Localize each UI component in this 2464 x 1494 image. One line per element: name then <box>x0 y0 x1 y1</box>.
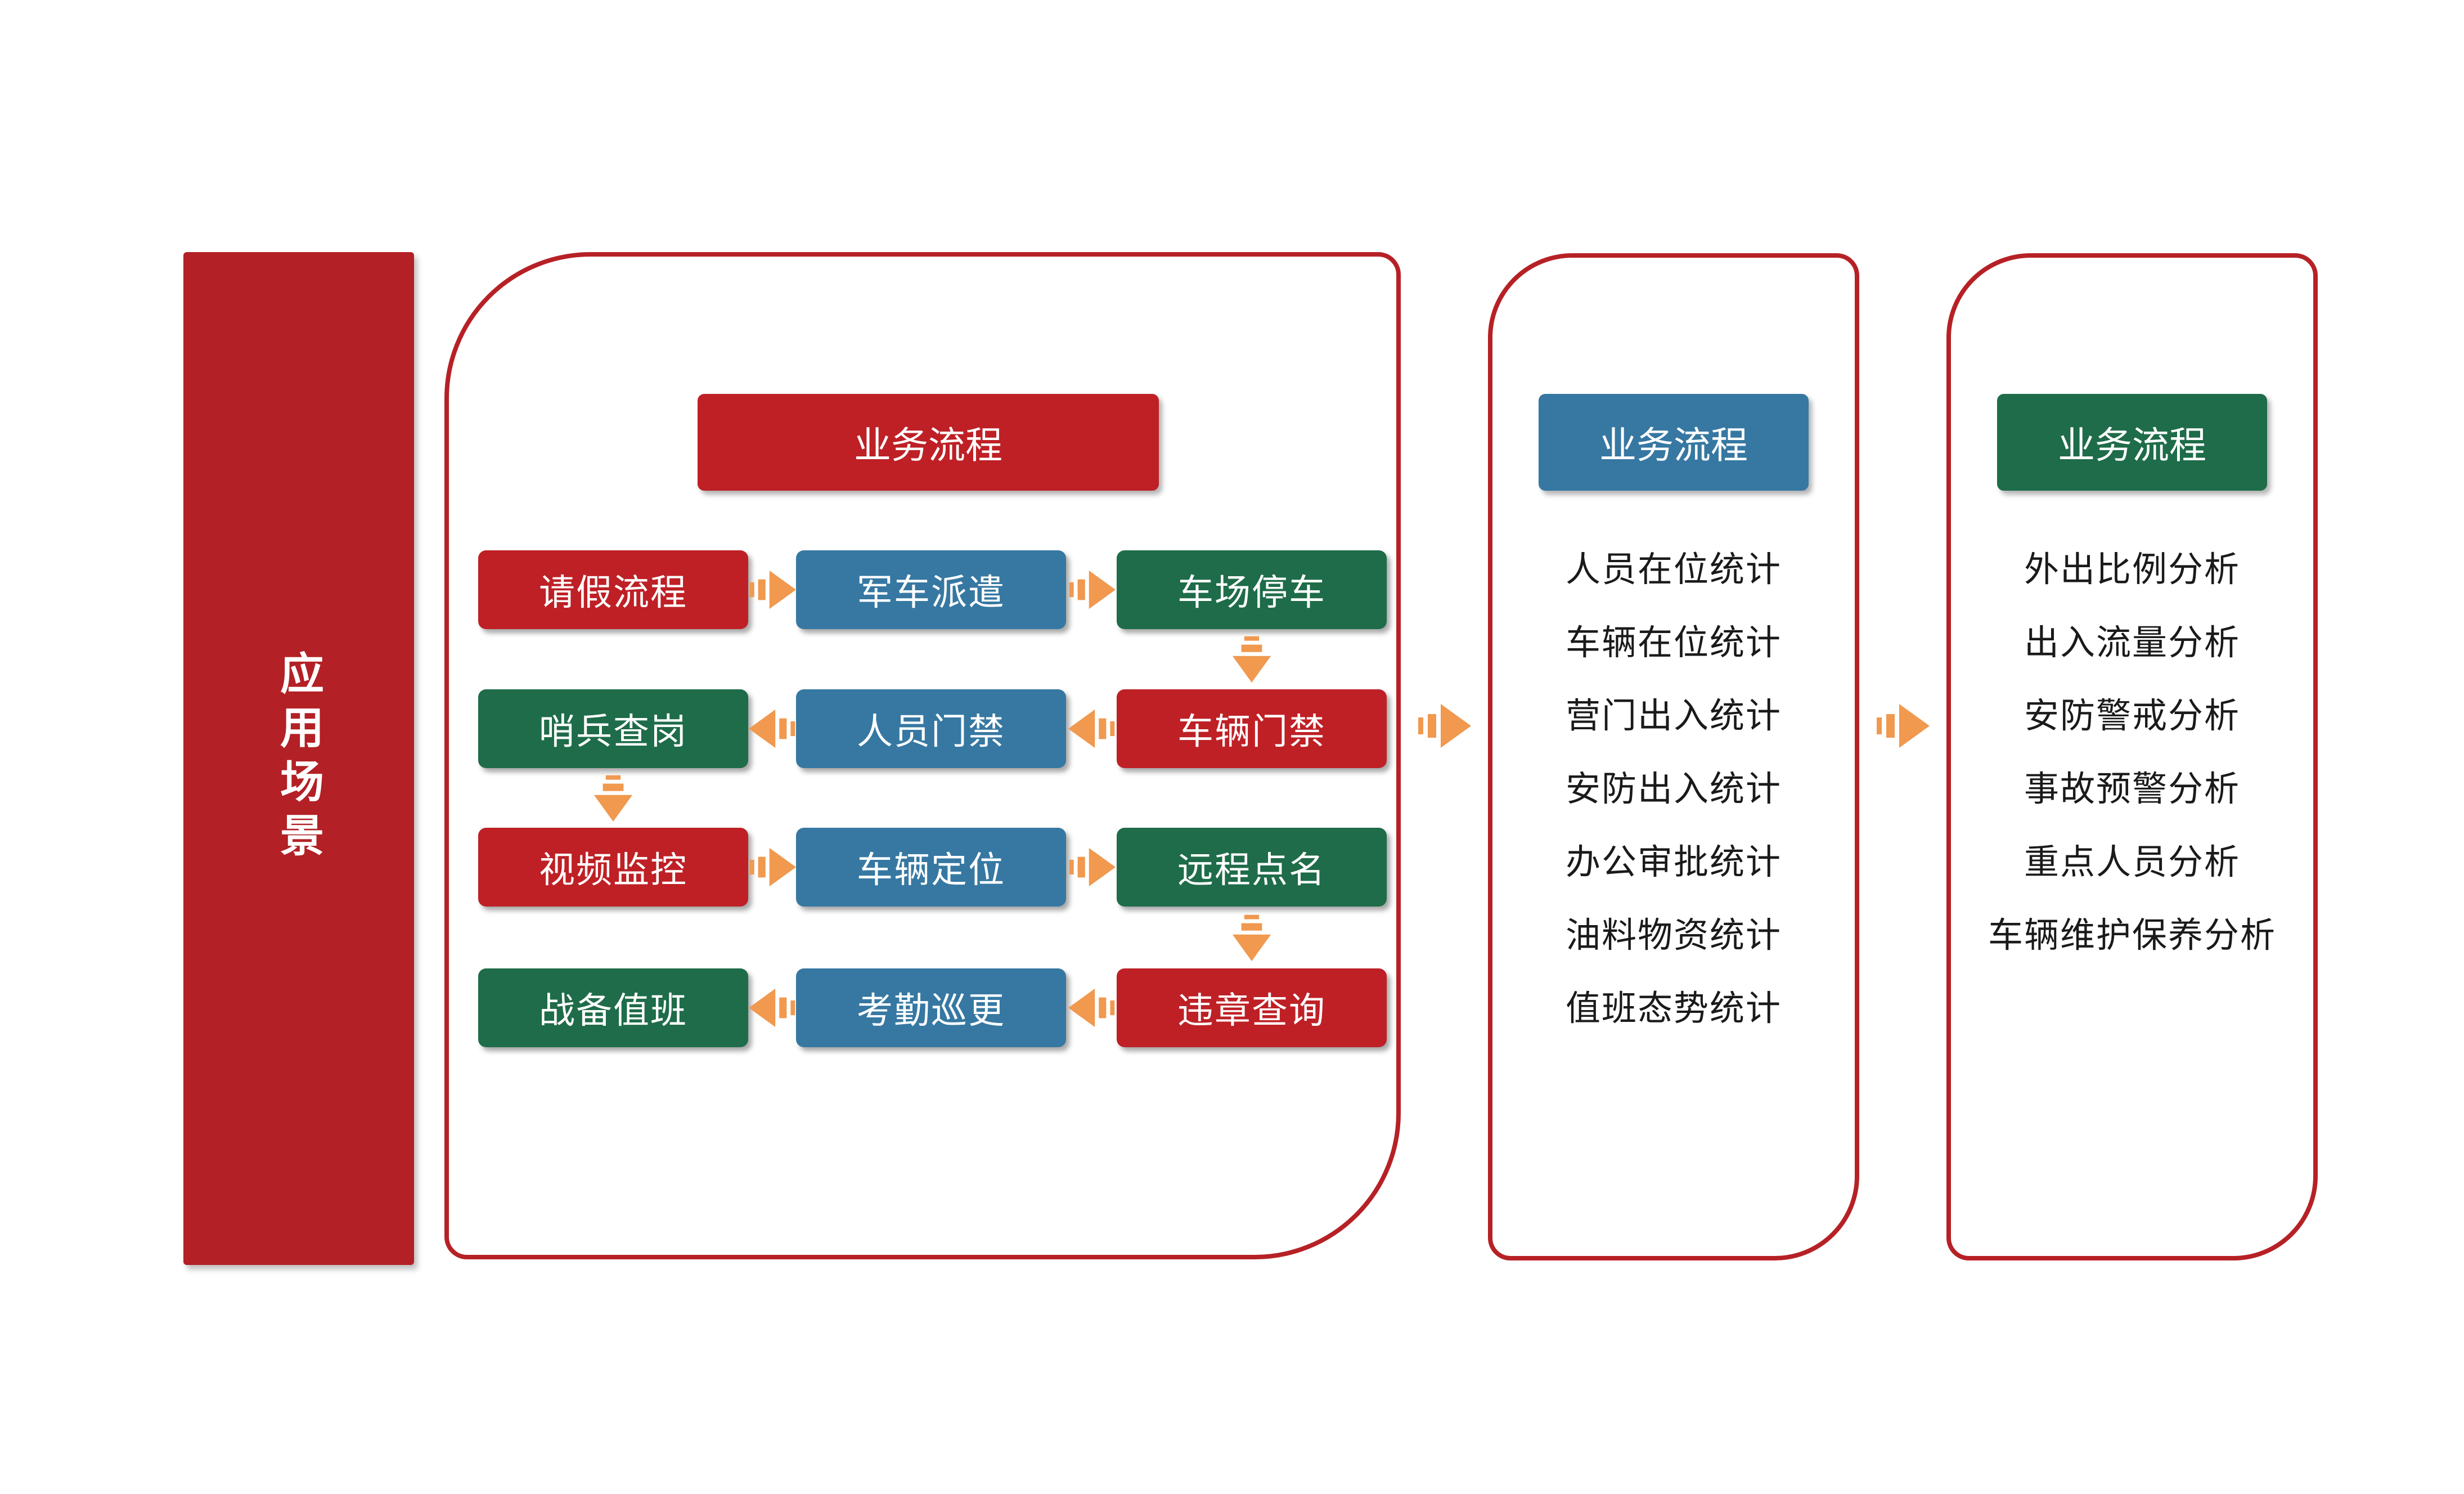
striped-arrow-right-icon <box>749 566 796 613</box>
flow-box-r3c2: 车辆定位 <box>796 828 1066 907</box>
striped-arrow-left-icon <box>1068 984 1116 1031</box>
application-scenarios-banner: 应用场景 <box>183 252 414 1265</box>
list-item: 油料物资统计 <box>1565 916 1782 955</box>
striped-arrow-left-icon <box>749 984 796 1031</box>
list-item: 车辆在位统计 <box>1565 623 1782 662</box>
flow-box-r1c2: 军车派遣 <box>796 550 1066 629</box>
striped-arrow-right-icon <box>1068 566 1116 613</box>
stats-panel-header: 业务流程 <box>1539 394 1809 491</box>
flow-box-r3c1: 视频监控 <box>478 828 748 907</box>
flow-box-r1c1: 请假流程 <box>478 550 748 629</box>
striped-arrow-down-icon <box>590 774 637 822</box>
striped-arrow-down-icon <box>1228 635 1275 683</box>
list-item: 重点人员分析 <box>2024 843 2240 882</box>
list-item: 出入流量分析 <box>2024 623 2240 662</box>
analysis-panel: 业务流程 外出比例分析 出入流量分析 安防警戒分析 事故预警分析 重点人员分析 … <box>1946 253 2318 1260</box>
list-item: 事故预警分析 <box>2024 770 2240 809</box>
flow-box-r3c3: 远程点名 <box>1117 828 1387 907</box>
business-flow-panel: 业务流程 请假流程 军车派遣 车场停车 哨兵查岗 人员门禁 车辆门禁 视频监控 … <box>444 252 1401 1259</box>
list-item: 值班态势统计 <box>1565 989 1782 1028</box>
striped-arrow-right-icon <box>1876 699 1930 753</box>
stats-list: 人员在位统计 车辆在位统计 营门出入统计 安防出入统计 办公审批统计 油料物资统… <box>1492 533 1855 1046</box>
flow-box-r2c2: 人员门禁 <box>796 689 1066 768</box>
flow-box-r2c3: 车辆门禁 <box>1117 689 1387 768</box>
striped-arrow-right-icon <box>1417 699 1471 753</box>
flow-box-r2c1: 哨兵查岗 <box>478 689 748 768</box>
list-item: 人员在位统计 <box>1565 550 1782 589</box>
statistics-panel: 业务流程 人员在位统计 车辆在位统计 营门出入统计 安防出入统计 办公审批统计 … <box>1488 253 1859 1260</box>
flow-box-r1c3: 车场停车 <box>1117 550 1387 629</box>
list-item: 办公审批统计 <box>1565 843 1782 882</box>
analysis-panel-header: 业务流程 <box>1997 394 2267 491</box>
list-item: 车辆维护保养分析 <box>1988 916 2276 955</box>
list-item: 安防警戒分析 <box>2024 697 2240 735</box>
striped-arrow-down-icon <box>1228 914 1275 961</box>
list-item: 安防出入统计 <box>1565 770 1782 809</box>
striped-arrow-right-icon <box>1068 844 1116 891</box>
flow-box-r4c2: 考勤巡更 <box>796 968 1066 1047</box>
list-item: 营门出入统计 <box>1565 697 1782 735</box>
analysis-list: 外出比例分析 出入流量分析 安防警戒分析 事故预警分析 重点人员分析 车辆维护保… <box>1951 533 2313 972</box>
application-scenarios-label: 应用场景 <box>274 650 323 867</box>
list-item: 外出比例分析 <box>2024 550 2240 589</box>
striped-arrow-left-icon <box>749 705 796 752</box>
striped-arrow-left-icon <box>1068 705 1116 752</box>
flow-box-r4c1: 战备值班 <box>478 968 748 1047</box>
striped-arrow-right-icon <box>749 844 796 891</box>
flow-panel-header: 业务流程 <box>698 394 1159 491</box>
flow-box-r4c3: 违章查询 <box>1117 968 1387 1047</box>
